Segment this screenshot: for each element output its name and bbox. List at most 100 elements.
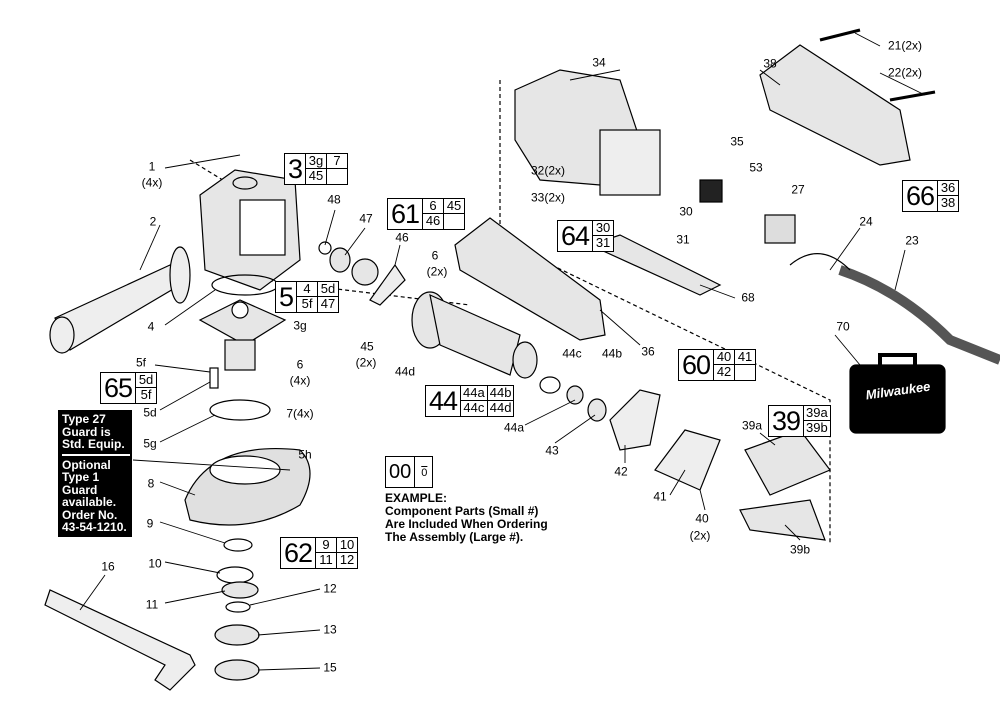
assembly-number: 3 — [285, 154, 307, 184]
label-34: 34 — [592, 55, 606, 70]
example-text: Are Included When Ordering — [385, 517, 548, 531]
housing-38 — [759, 44, 911, 166]
example-text: The Assembly (Large #). — [385, 530, 524, 544]
label-16: 16 — [101, 559, 115, 574]
label-11: 11 — [145, 597, 159, 612]
ring-12 — [225, 601, 251, 613]
label-39a: 39a — [741, 418, 763, 433]
component-number: 40 — [714, 350, 736, 365]
leader-lines — [79, 32, 926, 671]
note-line: Std. Equip. — [62, 437, 125, 451]
note-divider — [62, 453, 130, 456]
component-number: 47 — [320, 296, 336, 311]
module-27 — [764, 214, 796, 244]
example-assembly-number: 00 — [386, 457, 416, 487]
label-22: 22(2x) — [887, 65, 923, 80]
armature — [411, 291, 538, 379]
component-number: 5f — [140, 387, 152, 402]
component-number: 45 — [306, 169, 328, 184]
assembly-number: 61 — [388, 199, 424, 229]
label-27: 27 — [791, 182, 805, 197]
component-number: 36 — [938, 181, 959, 196]
note-line: Type 27 — [62, 412, 106, 426]
bearing-44a — [566, 385, 584, 405]
component-number — [327, 169, 347, 184]
label-53: 53 — [749, 160, 763, 175]
washer-9 — [223, 538, 253, 552]
spindle-assembly — [198, 299, 287, 371]
component-number: 10 — [337, 538, 358, 553]
label-24: 24 — [859, 214, 873, 229]
label-7: 7(4x) — [286, 406, 314, 421]
example-legend: 00 0 EXAMPLE: Component Parts (Small #) … — [385, 456, 548, 544]
label-5g: 5g — [143, 436, 157, 451]
label-44c: 44c — [562, 346, 582, 361]
baffle-42 — [609, 389, 661, 451]
component-number: 5d — [136, 373, 157, 388]
note-line: Guard — [62, 482, 98, 497]
spanner-wrench-16 — [44, 589, 196, 691]
component-number: 41 — [735, 350, 756, 365]
power-cord — [838, 265, 1000, 365]
component-number: 44b — [487, 385, 514, 401]
assembly-number: 5 — [276, 282, 298, 312]
component-number: 3g — [306, 154, 328, 169]
label-23: 23 — [905, 233, 919, 248]
label-43: 43 — [545, 443, 559, 458]
component-number: 5f — [297, 297, 319, 312]
component-number — [444, 214, 464, 229]
note-line: Optional — [62, 457, 111, 472]
label-3g: 3g — [293, 318, 307, 333]
label-6b: 6 — [296, 357, 304, 372]
side-handle — [49, 246, 191, 354]
screw-21 — [819, 28, 861, 42]
label-45: 45 — [360, 339, 374, 354]
note-line: Guard is — [62, 424, 111, 439]
label-45-qty: (2x) — [355, 355, 377, 370]
note-line: Order No. — [62, 507, 118, 522]
component-number: 4 — [297, 282, 319, 297]
label-33: 33(2x) — [530, 190, 566, 205]
label-40-qty: (2x) — [689, 528, 711, 543]
label-36: 36 — [641, 344, 655, 359]
label-46: 46 — [395, 230, 409, 245]
label-30: 30 — [679, 204, 693, 219]
label-35: 35 — [730, 134, 744, 149]
label-10: 10 — [148, 556, 162, 571]
seal-10 — [216, 566, 254, 584]
bearing-plate-46 — [369, 263, 406, 306]
component-number: 7 — [327, 154, 348, 169]
cord-leads-24 — [789, 253, 851, 271]
label-32: 32(2x) — [530, 163, 566, 178]
note-line: 43-54-1210. — [62, 520, 127, 534]
label-4: 4 — [147, 319, 155, 334]
component-number: 44c — [461, 401, 488, 416]
switch-ring-41 — [654, 429, 721, 491]
example-box: 00 0 — [385, 456, 433, 488]
bearing-11 — [221, 581, 259, 599]
label-47: 47 — [359, 211, 373, 226]
label-6-qty: (2x) — [426, 264, 448, 279]
component-number: 39b — [806, 420, 828, 435]
example-component-number: 0 — [421, 467, 428, 479]
screw-22 — [889, 90, 936, 102]
clamp-5g — [209, 399, 271, 421]
motor-housing — [454, 217, 606, 341]
component-number: 30 — [593, 221, 614, 236]
component-number: 31 — [595, 235, 611, 250]
label-13: 13 — [323, 622, 337, 637]
label-2: 2 — [149, 214, 157, 229]
component-number — [735, 365, 755, 380]
assembly-number: 60 — [679, 350, 715, 380]
switch-assembly — [599, 129, 661, 196]
guard — [184, 447, 311, 526]
nut-15 — [214, 659, 260, 681]
component-number: 12 — [339, 552, 355, 567]
label-48: 48 — [327, 192, 341, 207]
brush-35 — [699, 179, 723, 203]
flange-13 — [214, 624, 260, 646]
